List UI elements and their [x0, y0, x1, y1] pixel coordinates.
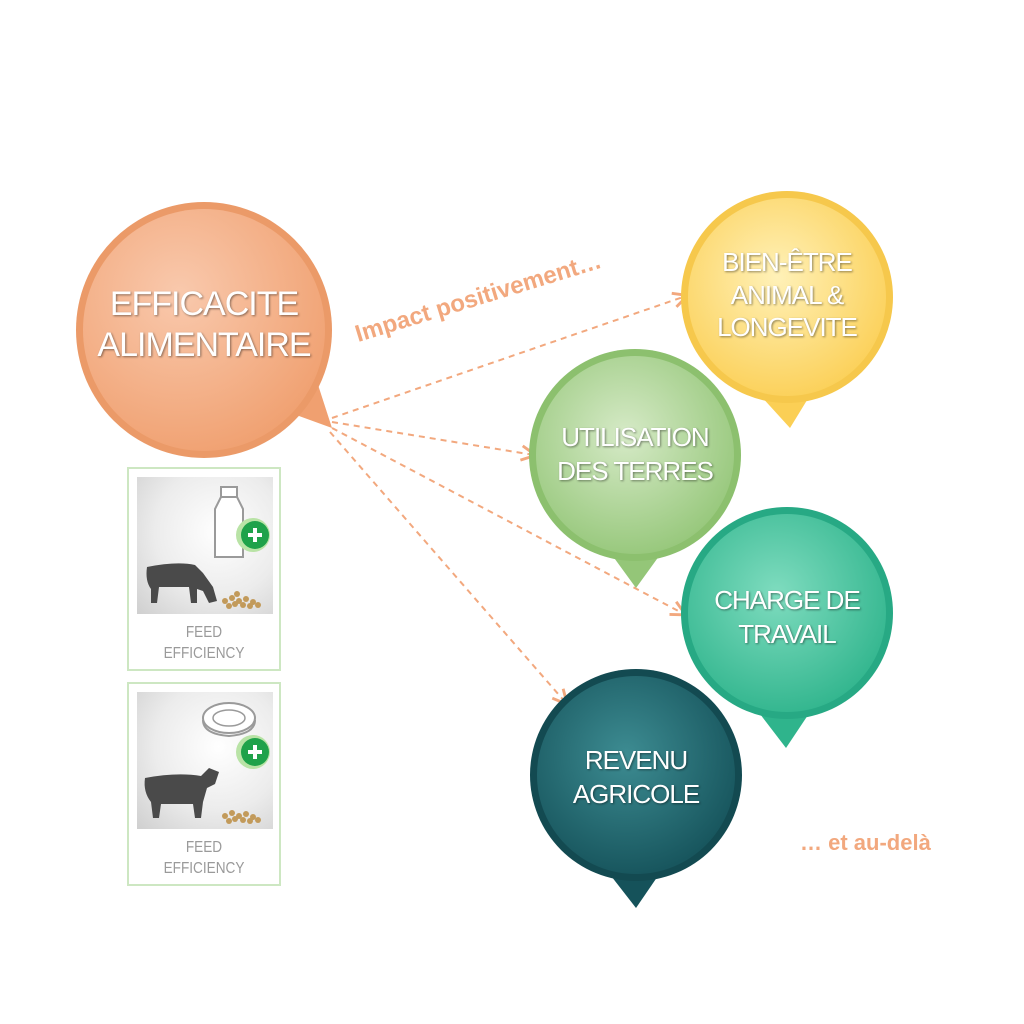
- income-label: REVENU AGRICOLE: [541, 738, 731, 818]
- milk-bottle-icon: [214, 486, 244, 558]
- workload-line-1: CHARGE DE: [714, 585, 861, 616]
- main-bubble-line-1: EFFICACITE: [109, 285, 299, 324]
- card-photo: [137, 692, 273, 829]
- feed-efficiency-card-milk: FEED EFFICIENCY: [127, 467, 281, 671]
- feed-efficiency-card-meat: FEED EFFICIENCY: [127, 682, 281, 886]
- wellbeing-label: BIEN-ÊTRE ANIMAL & LONGEVITE: [697, 240, 877, 350]
- arrow-to-income: [329, 431, 566, 703]
- impact-arrows: [329, 296, 686, 703]
- income-line-1: REVENU: [584, 745, 688, 776]
- card-caption: FEED EFFICIENCY: [140, 838, 268, 880]
- beef-cow-icon: [144, 768, 219, 818]
- arrow-to-wellbeing: [331, 296, 686, 419]
- card-caption-line-2: EFFICIENCY: [163, 645, 245, 663]
- bubble-income: [530, 669, 742, 908]
- wellbeing-line-3: LONGEVITE: [717, 312, 858, 343]
- card-caption: FEED EFFICIENCY: [140, 623, 268, 665]
- arrow-to-workload: [331, 427, 684, 614]
- main-bubble-label: EFFICACITE ALIMENTAIRE: [84, 270, 324, 380]
- card-caption-line-1: FEED: [185, 624, 223, 642]
- land-use-line-2: DES TERRES: [557, 456, 714, 486]
- wellbeing-line-1: BIEN-ÊTRE: [722, 247, 853, 278]
- beyond-label: … et au-delà: [800, 830, 931, 855]
- feed-pellets-icon: [222, 591, 261, 609]
- land-use-label: UTILISATION DES TERRES: [540, 415, 730, 495]
- main-bubble-line-2: ALIMENTAIRE: [97, 326, 311, 364]
- plus-badge-icon: [236, 735, 270, 769]
- dairy-cow-icon: [146, 563, 217, 603]
- income-line-2: AGRICOLE: [572, 779, 700, 809]
- meat-steak-icon: [202, 702, 256, 738]
- feed-pellets-icon: [222, 810, 261, 824]
- arrow-to-land-use: [331, 421, 534, 455]
- card-caption-line-1: FEED: [185, 839, 223, 857]
- plus-badge-icon: [236, 518, 270, 552]
- bubble-wellbeing: [681, 191, 893, 428]
- main-bubble: [76, 202, 332, 458]
- wellbeing-line-2: ANIMAL &: [730, 279, 844, 310]
- card-photo: [137, 477, 273, 614]
- land-use-line-1: UTILISATION: [561, 422, 709, 453]
- bubble-land-use: [529, 349, 741, 588]
- bubble-workload: [681, 507, 893, 748]
- workload-line-2: TRAVAIL: [738, 619, 837, 649]
- workload-label: CHARGE DE TRAVAIL: [692, 578, 882, 658]
- card-caption-line-2: EFFICIENCY: [163, 860, 245, 878]
